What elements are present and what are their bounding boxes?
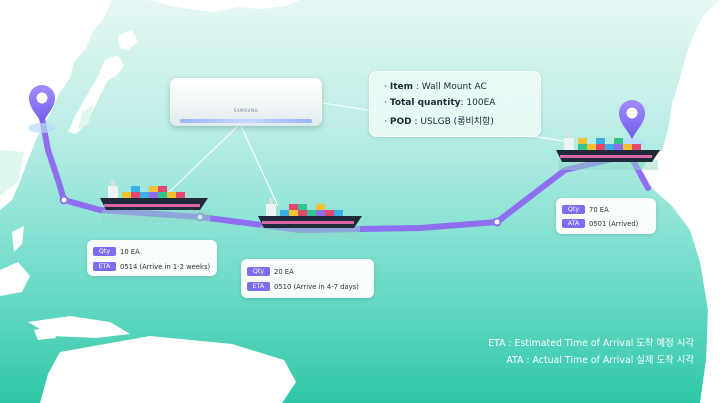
wall-mount-ac-icon: SAMSUNG xyxy=(170,78,322,126)
ship-1-eta-line: ETA 0514 (Arrive in 1-2 weeks) xyxy=(93,262,210,271)
ship-3-card: Qty 70 EA ATA 0501 (Arrived) xyxy=(556,198,656,234)
japan-shade xyxy=(78,104,94,130)
ship-2-qty-line: Qty 20 EA xyxy=(247,267,294,276)
info-row-item: ·Item : Wall Mount AC xyxy=(384,82,487,92)
alaska-coast xyxy=(150,0,300,12)
shipment-info-box: ·Item : Wall Mount AC ·Total quantity: 1… xyxy=(369,71,541,137)
bullet: · xyxy=(384,98,387,108)
waypoint-3 xyxy=(492,217,502,227)
hokkaido-island xyxy=(118,30,138,50)
north-america xyxy=(640,0,720,403)
connector-ship1 xyxy=(164,123,241,197)
qty-chip: Qty xyxy=(247,267,270,276)
qty-chip: Qty xyxy=(93,247,116,256)
ship-2-card: Qty 20 EA ETA 0510 (Arrive in 4-7 days) xyxy=(241,259,374,298)
ship-2-eta-line: ETA 0510 (Arrive in 4-7 days) xyxy=(247,282,359,291)
ship-3-qty-line: Qty 70 EA xyxy=(562,205,609,214)
origin-pin-icon xyxy=(28,85,56,133)
info-row-quantity: ·Total quantity: 100EA xyxy=(384,98,495,108)
ship-1-card: Qty 10 EA ETA 0514 (Arrive in 1-2 weeks) xyxy=(87,240,217,276)
info-qty-value: 100EA xyxy=(466,98,496,108)
connector-ship2 xyxy=(239,123,279,207)
ship-1-eta-value: 0514 (Arrive in 1-2 weeks) xyxy=(120,262,211,271)
borneo-island xyxy=(0,262,30,296)
ship-1-qty-line: Qty 10 EA xyxy=(93,247,140,256)
qty-chip: Qty xyxy=(562,205,585,214)
legend-ata: ATA : Actual Time of Arrival 실제 도착 시각 xyxy=(506,355,694,366)
info-row-pod: ·POD : USLGB (롱비치항) xyxy=(384,114,494,127)
ship-3-ata-value: 0501 (Arrived) xyxy=(589,219,639,228)
japan-island xyxy=(68,55,124,134)
cargo-ship-2-icon xyxy=(258,198,362,238)
philippines-island xyxy=(12,226,24,252)
info-separator: : xyxy=(460,98,467,108)
cargo-ship-3-icon xyxy=(556,132,660,170)
info-pod-value: USLGB (롱비치항) xyxy=(420,117,494,127)
ac-brand-logo: SAMSUNG xyxy=(233,108,259,113)
bullet: · xyxy=(384,117,387,127)
info-qty-key: Total quantity xyxy=(389,98,461,108)
bullet: · xyxy=(384,82,387,92)
australia-north-islands xyxy=(34,326,56,340)
ship-3-ata-line: ATA 0501 (Arrived) xyxy=(562,219,638,228)
waypoint-1 xyxy=(59,195,69,205)
info-item-value: Wall Mount AC xyxy=(421,82,487,92)
eta-chip: ETA xyxy=(93,262,116,271)
eta-chip: ETA xyxy=(247,282,270,291)
info-separator: : xyxy=(413,82,422,92)
legend-eta: ETA : Estimated Time of Arrival 도착 예정 시각 xyxy=(488,338,694,349)
ata-chip: ATA xyxy=(562,219,585,228)
info-separator: : xyxy=(411,117,421,127)
ship-2-qty-value: 20 EA xyxy=(274,267,294,276)
ship-1-qty-value: 10 EA xyxy=(120,247,140,256)
asia-shade xyxy=(0,150,24,196)
ship-3-qty-value: 70 EA xyxy=(589,205,609,214)
ship-2-eta-value: 0510 (Arrive in 4-7 days) xyxy=(274,282,359,291)
info-pod-key: POD xyxy=(389,117,412,127)
australia xyxy=(40,336,296,403)
ac-vent xyxy=(180,119,312,123)
land-shading xyxy=(0,104,94,196)
cargo-ship-1-icon xyxy=(100,180,210,222)
asia-mainland xyxy=(0,0,112,210)
info-item-key: Item xyxy=(389,82,414,92)
